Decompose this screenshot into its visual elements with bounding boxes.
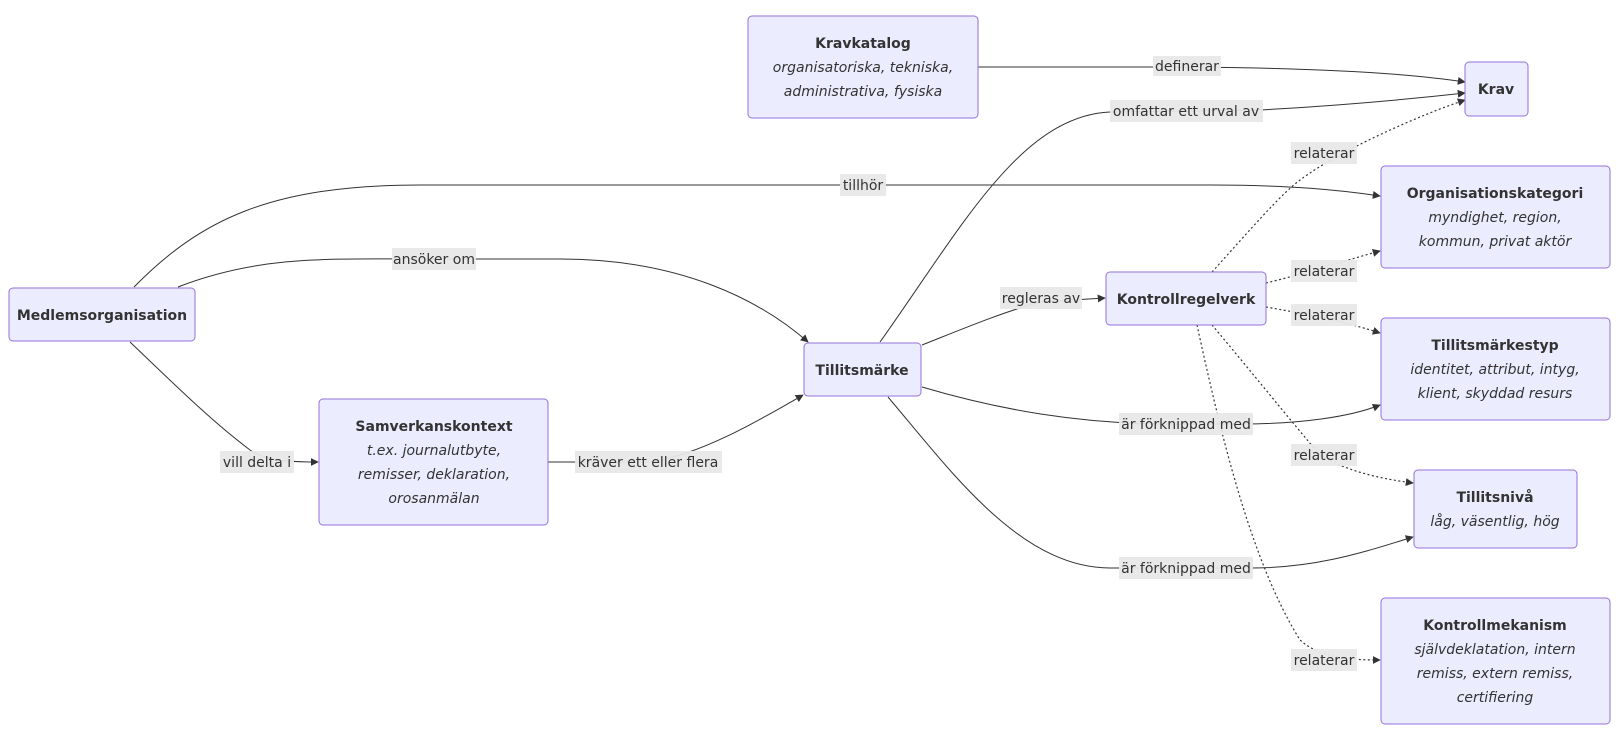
edge-kontrollregelverk-mek xyxy=(1196,324,1381,664)
edge-label-text: relaterar xyxy=(1294,308,1355,324)
edges xyxy=(129,66,1466,664)
edge-label-forknippad-typ: är förknippad med xyxy=(1119,413,1253,435)
node-description-line: t.ex. journalutbyte, xyxy=(367,443,501,459)
edge-kontrollregelverk-orgkat xyxy=(1265,249,1381,284)
node-title: Medlemsorganisation xyxy=(17,308,187,324)
edge-label-text: ansöker om xyxy=(393,252,475,268)
node-title: Samverkanskontext xyxy=(355,419,512,435)
node-description-line: självdeklatation, intern xyxy=(1414,642,1575,658)
edge-label-text: regleras av xyxy=(1002,291,1080,307)
edge-label-relaterar-krav: relaterar xyxy=(1291,142,1357,164)
edge-label-text: relaterar xyxy=(1294,146,1355,162)
node-title: Tillitsmärkestyp xyxy=(1431,338,1558,354)
edge-label-text: omfattar ett urval av xyxy=(1113,104,1259,120)
edge-label-text: är förknippad med xyxy=(1121,417,1251,433)
edge-label-text: tillhör xyxy=(843,178,884,194)
node-description-line: remiss, extern remiss, xyxy=(1417,666,1573,682)
edge-medlem-samverkan xyxy=(129,341,319,466)
edge-label-text: kräver ett eller flera xyxy=(578,455,719,471)
edge-label-definerar: definerar xyxy=(1153,56,1221,76)
edge-label-relaterar-typ: relaterar xyxy=(1291,304,1357,326)
node-description-line: organisatoriska, tekniska, xyxy=(773,60,953,76)
edge-labels: definerar omfattar ett urval av relatera… xyxy=(220,56,1357,671)
edge-tillitsmarke-krav xyxy=(879,89,1466,343)
node-kravkatalog[interactable]: Kravkatalog organisatoriska, tekniska, a… xyxy=(747,15,979,119)
edge-label-text: relaterar xyxy=(1294,448,1355,464)
node-description-line: låg, väsentlig, hög xyxy=(1430,513,1559,530)
edge-kontrollregelverk-krav xyxy=(1211,98,1466,273)
edge-kravkatalog-krav xyxy=(978,66,1466,85)
node-title: Krav xyxy=(1478,82,1514,98)
node-title: Kravkatalog xyxy=(815,36,911,52)
edge-medlem-tillitsmarke xyxy=(177,258,809,343)
node-samverkanskontext[interactable]: Samverkanskontext t.ex. journalutbyte, r… xyxy=(318,398,549,526)
edge-label-tillhor: tillhör xyxy=(840,174,886,196)
edge-label-regleras: regleras av xyxy=(1000,287,1082,309)
edge-label-text: vill delta i xyxy=(223,455,291,471)
edge-medlem-orgkat xyxy=(133,184,1381,288)
node-tillitsniva[interactable]: Tillitsnivå låg, väsentlig, hög xyxy=(1413,469,1578,549)
node-title: Organisationskategori xyxy=(1407,186,1584,202)
edge-label-text: relaterar xyxy=(1294,264,1355,280)
node-description-line: remisser, deklaration, xyxy=(358,467,510,483)
node-title: Kontrollmekanism xyxy=(1423,618,1567,634)
node-description-line: klient, skyddad resurs xyxy=(1418,386,1573,402)
node-krav[interactable]: Krav xyxy=(1464,61,1529,117)
edge-label-text: är förknippad med xyxy=(1121,561,1251,577)
edge-label-relaterar-niva: relaterar xyxy=(1291,444,1357,466)
node-description-line: kommun, privat aktör xyxy=(1419,234,1573,250)
edge-label-vill-delta: vill delta i xyxy=(220,451,294,473)
nodes: Kravkatalog organisatoriska, tekniska, a… xyxy=(8,15,1611,725)
node-medlemsorganisation[interactable]: Medlemsorganisation xyxy=(8,287,196,342)
edge-label-ansoker: ansöker om xyxy=(392,248,476,270)
edge-label-forknippad-niva: är förknippad med xyxy=(1119,557,1253,579)
edge-label-text: definerar xyxy=(1155,59,1219,75)
edge-label-relaterar-orgkat: relaterar xyxy=(1291,260,1357,282)
node-description-line: identitet, attribut, intyg, xyxy=(1410,362,1579,378)
edge-tillitsmarke-niva xyxy=(887,396,1414,569)
node-tillitsmarke[interactable]: Tillitsmärke xyxy=(803,342,922,397)
node-title: Tillitsmärke xyxy=(815,363,908,379)
node-tillitsmarkestyp[interactable]: Tillitsmärkestyp identitet, attribut, in… xyxy=(1380,317,1611,421)
node-description-line: myndighet, region, xyxy=(1428,210,1561,226)
node-description-line: administrativa, fysiska xyxy=(784,84,942,100)
edge-label-omfattar: omfattar ett urval av xyxy=(1110,100,1263,122)
node-title: Kontrollregelverk xyxy=(1117,292,1256,308)
node-organisationskategori[interactable]: Organisationskategori myndighet, region,… xyxy=(1380,165,1611,269)
edge-label-text: relaterar xyxy=(1294,653,1355,669)
node-kontrollregelverk[interactable]: Kontrollregelverk xyxy=(1105,271,1267,326)
node-description-line: certifiering xyxy=(1457,690,1534,706)
node-description-line: orosanmälan xyxy=(388,491,479,507)
edge-label-relaterar-mek: relaterar xyxy=(1291,649,1357,671)
node-title: Tillitsnivå xyxy=(1456,489,1533,506)
edge-label-kraver: kräver ett eller flera xyxy=(575,451,722,473)
node-kontrollmekanism[interactable]: Kontrollmekanism självdeklatation, inter… xyxy=(1380,597,1611,725)
